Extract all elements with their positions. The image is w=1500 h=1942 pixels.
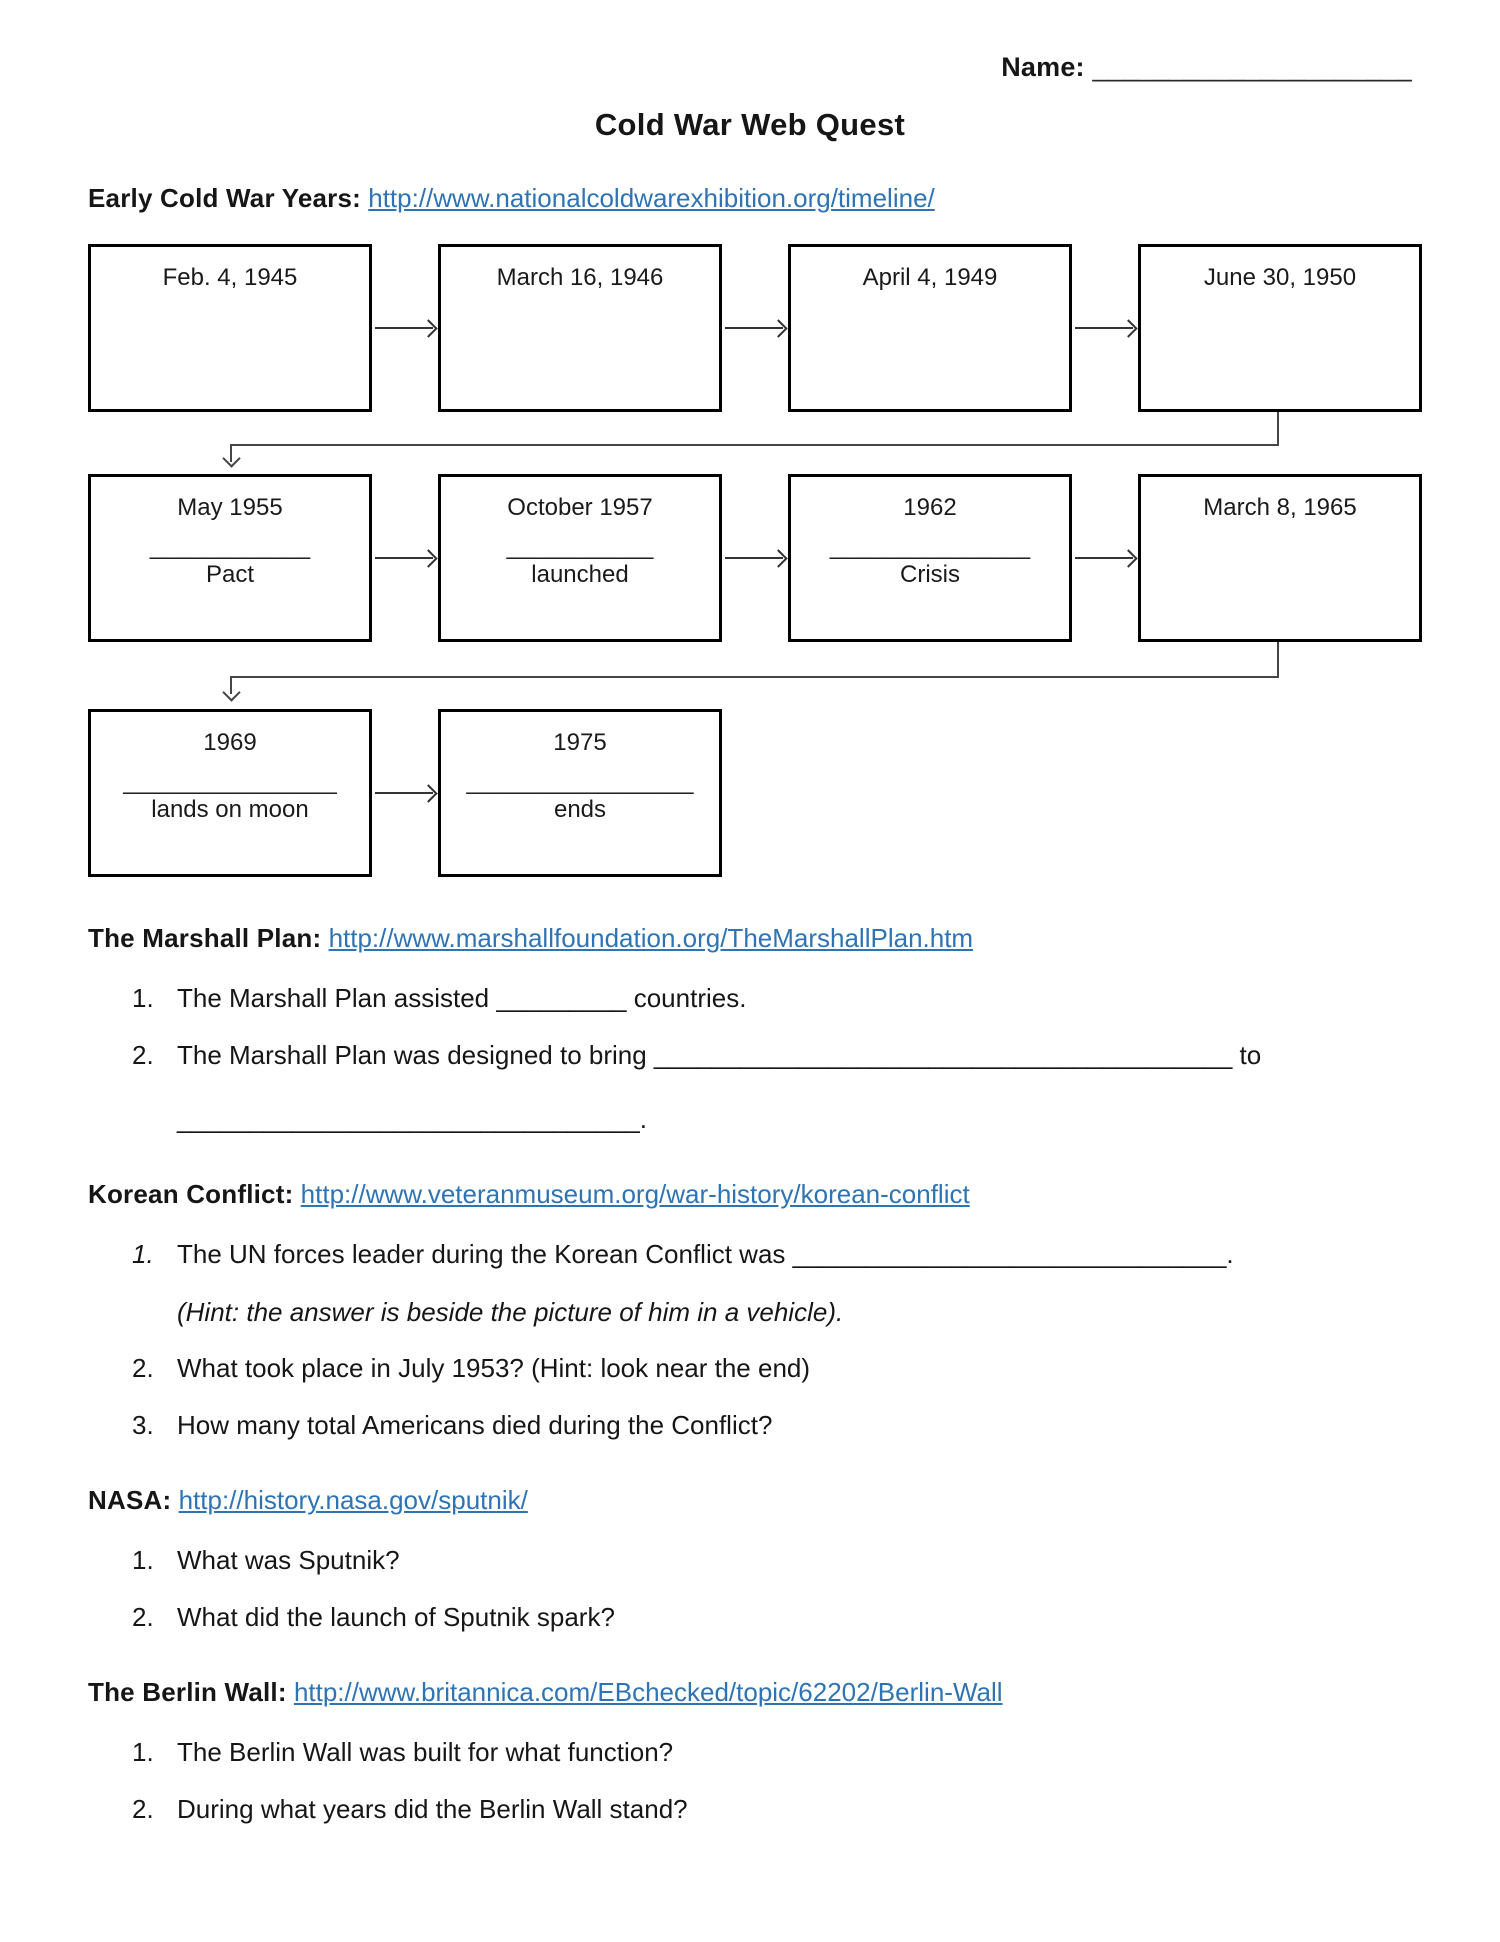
question-item: 1. The Marshall Plan assisted _________ … — [132, 983, 1412, 1014]
timeline-blank-line: _______________ — [829, 533, 1031, 560]
question-text: What was Sputnik? — [177, 1545, 400, 1576]
timeline-box-1955: May 1955 ____________ Pact — [88, 474, 372, 642]
question-text: What took place in July 1953? (Hint: loo… — [177, 1353, 811, 1384]
timeline-blank-line: _________________ — [466, 768, 694, 795]
timeline-date: 1969 — [203, 729, 257, 756]
timeline-date: 1975 — [553, 729, 607, 756]
arrow-right-icon — [375, 319, 438, 338]
question-item: 1. The UN forces leader during the Korea… — [132, 1238, 1412, 1328]
timeline-date: April 4, 1949 — [862, 264, 998, 291]
question-number: 2. — [132, 1039, 154, 1070]
connector-line — [230, 444, 1279, 446]
question-number: 1. — [132, 1737, 154, 1768]
timeline-date: March 16, 1946 — [496, 264, 664, 291]
timeline-caption: Crisis — [900, 561, 960, 589]
connector-line — [1277, 412, 1279, 446]
question-number: 2. — [132, 1602, 154, 1633]
arrow-down-icon — [222, 449, 241, 468]
timeline-caption: Pact — [205, 561, 255, 589]
question-number: 1. — [132, 1545, 154, 1576]
timeline-blank-line: ____________ — [149, 533, 311, 560]
section-label: Early Cold War Years: — [88, 183, 361, 213]
timeline-date: Feb. 4, 1945 — [162, 264, 298, 291]
question-item: 3. How many total Americans died during … — [132, 1410, 1412, 1441]
section-heading-korean-conflict: Korean Conflict: http://www.veteranmuseu… — [88, 1179, 1412, 1210]
question-number: 2. — [132, 1793, 154, 1824]
question-text: How many total Americans died during the… — [177, 1410, 773, 1441]
arrow-right-icon — [375, 549, 438, 568]
marshall-plan-link[interactable]: http://www.marshallfoundation.org/TheMar… — [328, 923, 974, 953]
arrow-right-icon — [725, 549, 788, 568]
question-number: 1. — [132, 1238, 154, 1269]
section-heading-nasa: NASA: http://history.nasa.gov/sputnik/ — [88, 1485, 1412, 1516]
berlin-wall-link[interactable]: http://www.britannica.com/EBchecked/topi… — [293, 1677, 1003, 1708]
name-blank-line: _____________________ — [1092, 52, 1412, 82]
question-text: What did the launch of Sputnik spark? — [177, 1602, 615, 1633]
question-item: 2. What did the launch of Sputnik spark? — [132, 1602, 1412, 1633]
name-line: Name: _____________________ — [88, 52, 1412, 83]
timeline-box-1949: April 4, 1949 — [788, 244, 1072, 412]
timeline-date: June 30, 1950 — [1203, 264, 1357, 291]
arrow-right-icon — [725, 319, 788, 338]
connector-line — [230, 446, 232, 462]
timeline-caption: launched — [531, 561, 629, 589]
arrow-down-icon — [222, 683, 241, 702]
timeline-box-1946: March 16, 1946 — [438, 244, 722, 412]
timeline-blank-line: ________________ — [123, 768, 337, 795]
timeline-caption: lands on moon — [151, 796, 309, 824]
connector-line — [1277, 642, 1279, 678]
timeline-date: March 8, 1965 — [1203, 494, 1357, 521]
section-label: NASA: — [88, 1485, 172, 1516]
section-heading-marshall-plan: The Marshall Plan: http://www.marshallfo… — [88, 923, 1412, 954]
question-item: 2. What took place in July 1953? (Hint: … — [132, 1354, 1412, 1384]
timeline-box-1962: 1962 _______________ Crisis — [788, 474, 1072, 642]
timeline-box-1957: October 1957 ___________ launched — [438, 474, 722, 642]
timeline-flowchart: Feb. 4, 1945 March 16, 1946 April 4, 194… — [88, 244, 1422, 877]
answer-blank-line: ________________________________. — [177, 1103, 647, 1134]
timeline-box-1965: March 8, 1965 — [1138, 474, 1422, 642]
korean-conflict-link[interactable]: http://www.veteranmuseum.org/war-history… — [300, 1178, 970, 1209]
question-item: 1. The Berlin Wall was built for what fu… — [132, 1737, 1412, 1768]
question-item: 2. During what years did the Berlin Wall… — [132, 1793, 1412, 1825]
arrow-right-icon — [1075, 549, 1138, 568]
timeline-caption: ends — [553, 796, 607, 824]
question-text: The Berlin Wall was built for what funct… — [177, 1737, 674, 1768]
section-heading-berlin-wall: The Berlin Wall: http://www.britannica.c… — [88, 1677, 1412, 1708]
worksheet-page: Name: _____________________ Cold War Web… — [88, 52, 1422, 1825]
question-item: 2. The Marshall Plan was designed to bri… — [132, 1039, 1412, 1135]
nasa-sputnik-link[interactable]: http://history.nasa.gov/sputnik/ — [178, 1485, 528, 1516]
section-label: The Berlin Wall: — [88, 1677, 287, 1708]
question-number: 2. — [132, 1353, 154, 1384]
question-item: 1. What was Sputnik? — [132, 1545, 1412, 1576]
arrow-right-icon — [375, 784, 438, 803]
section-heading-early-cold-war: Early Cold War Years: http://www.nationa… — [88, 183, 1412, 214]
page-title: Cold War Web Quest — [594, 107, 906, 142]
timeline-box-1945: Feb. 4, 1945 — [88, 244, 372, 412]
question-number: 1. — [132, 983, 154, 1013]
question-hint: (Hint: the answer is beside the picture … — [177, 1296, 844, 1327]
question-text: The UN forces leader during the Korean C… — [177, 1238, 1234, 1269]
question-number: 3. — [132, 1410, 154, 1441]
section-label: The Marshall Plan: — [88, 923, 322, 953]
name-label: Name: — [1001, 52, 1085, 82]
arrow-right-icon — [1075, 319, 1138, 338]
question-text: During what years did the Berlin Wall st… — [177, 1793, 688, 1824]
timeline-link[interactable]: http://www.nationalcoldwarexhibition.org… — [368, 183, 935, 213]
question-text: The Marshall Plan assisted _________ cou… — [177, 983, 747, 1013]
timeline-box-1969: 1969 ________________ lands on moon — [88, 709, 372, 877]
connector-line — [230, 678, 232, 694]
timeline-blank-line: ___________ — [506, 533, 654, 560]
question-text: The Marshall Plan was designed to bring … — [177, 1039, 1262, 1070]
timeline-box-1950: June 30, 1950 — [1138, 244, 1422, 412]
connector-line — [230, 676, 1279, 678]
timeline-date: October 1957 — [507, 494, 653, 521]
section-label: Korean Conflict: — [88, 1178, 294, 1209]
timeline-date: May 1955 — [177, 494, 283, 521]
timeline-box-1975: 1975 _________________ ends — [438, 709, 722, 877]
timeline-date: 1962 — [903, 494, 957, 521]
